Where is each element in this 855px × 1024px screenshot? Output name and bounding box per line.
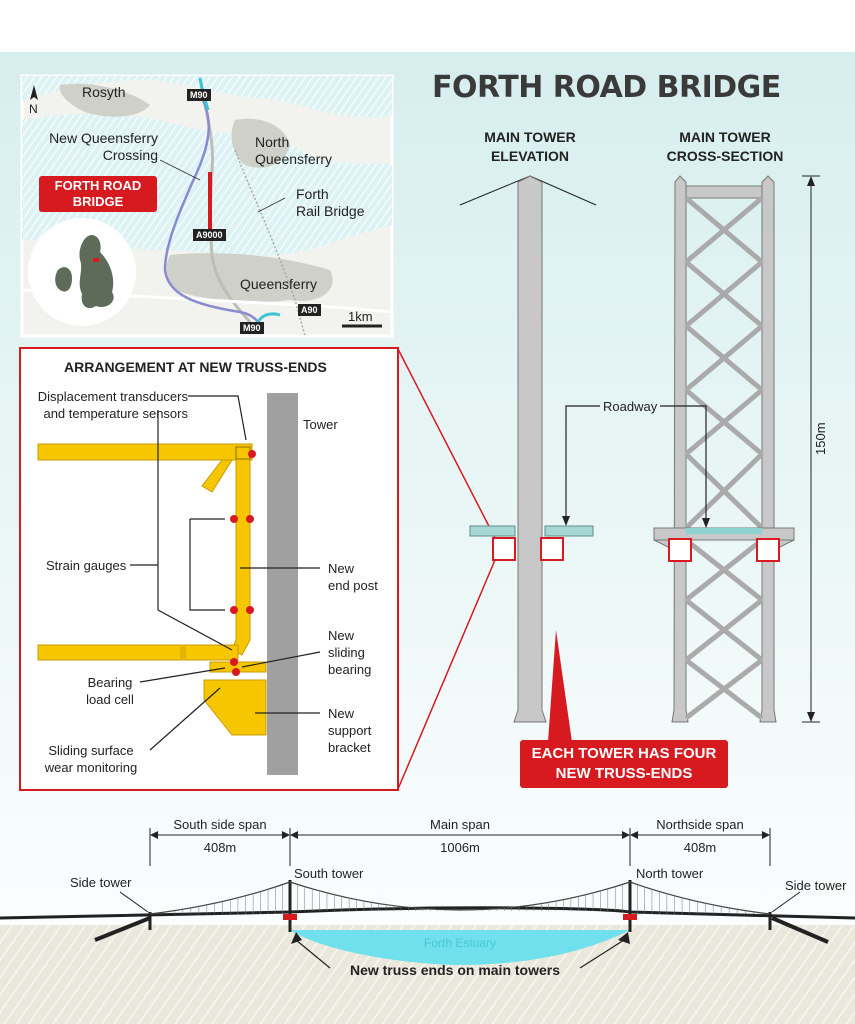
- sensor-dots: [230, 450, 256, 676]
- cross-bracing: [684, 196, 764, 720]
- rosyth-land: [59, 83, 150, 117]
- map-label-north-queensferry: North Queensferry: [255, 134, 333, 167]
- truss-end-detail: [19, 347, 399, 791]
- tower-callout: EACH TOWER HAS FOUR NEW TRUSS-ENDS: [520, 740, 728, 788]
- road-tag-m90-north: M90: [187, 89, 211, 101]
- northside-span-length: 408m: [683, 840, 717, 855]
- detail-heading: ARRANGEMENT AT NEW TRUSS-ENDS: [64, 359, 327, 375]
- tower-elevation-heading: MAIN TOWER ELEVATION: [484, 129, 576, 164]
- north-queensferry-land: [231, 118, 290, 168]
- scale-label: 1km: [348, 309, 373, 324]
- roadway-label: Roadway: [603, 399, 658, 414]
- great-britain-shape: [79, 234, 114, 309]
- support-bracket: [203, 679, 267, 736]
- ground: [0, 925, 855, 1024]
- north-tower-label: North tower: [636, 866, 704, 881]
- hangers: [158, 884, 762, 914]
- northside-span-name: Northside span: [656, 817, 744, 832]
- elevation-roadway-right: [544, 525, 594, 537]
- elevation-truss-end-box-right: [540, 537, 564, 561]
- south-side-span-name: South side span: [173, 817, 267, 832]
- forth-water: [22, 113, 392, 256]
- tower-elevation-drawing: [459, 175, 597, 723]
- span-dimensions: [149, 828, 771, 866]
- map-label-new-queensferry-crossing: New Queensferry Crossing: [49, 130, 158, 163]
- forth-estuary: [290, 930, 630, 965]
- projection-line-bottom: [397, 559, 496, 790]
- tower-cross-section-heading: MAIN TOWER CROSS-SECTION: [666, 129, 784, 164]
- elevation-tower: [513, 175, 547, 723]
- label-displacement-transducers: Displacement transducers and temperature…: [37, 389, 188, 421]
- label-strain-gauges: Strain gauges: [46, 558, 127, 573]
- south-truss-end-marker: [283, 914, 297, 920]
- forth-rail-bridge-line: [234, 149, 306, 337]
- road-tag-a9000: A9000: [193, 229, 226, 241]
- south-tower-label: South tower: [294, 866, 364, 881]
- roadway-leaders: [565, 405, 707, 524]
- tower-cross-section-drawing: [653, 175, 820, 723]
- main-span-name: Main span: [430, 817, 490, 832]
- top-chord: [37, 443, 253, 461]
- detail-tower: [267, 393, 298, 775]
- label-sliding-surface-wear: Sliding surface wear monitoring: [44, 743, 138, 775]
- label-new-sliding-bearing: New sliding bearing: [328, 628, 372, 677]
- detail-leaders: [130, 395, 321, 751]
- truss-ends-note: New truss ends on main towers: [349, 962, 561, 978]
- label-new-end-post: New end post: [328, 561, 378, 593]
- page-title: FORTH ROAD BRIDGE: [432, 70, 781, 105]
- cross-section-roadway: [686, 528, 762, 534]
- cross-section-leg-left: [671, 175, 689, 723]
- cross-section-truss-end-box-right: [756, 538, 780, 562]
- new-queensferry-crossing-route: [163, 99, 259, 323]
- map-label-rosyth: Rosyth: [82, 84, 126, 100]
- projection-line-top: [397, 348, 496, 539]
- cross-section-truss-end-box-left: [668, 538, 692, 562]
- forth-estuary-label: Forth Estuary: [423, 936, 497, 950]
- bottom-chord: [37, 644, 239, 661]
- diagonal-brace: [201, 459, 233, 493]
- callout-pointer: [548, 630, 572, 742]
- bridge-deck: [0, 906, 855, 920]
- side-tower-left-label: Side tower: [70, 875, 132, 890]
- map-label-forth-rail-bridge: Forth Rail Bridge: [296, 186, 365, 219]
- map-callout-forth-road-bridge: FORTH ROAD BRIDGE: [39, 176, 157, 212]
- label-new-support-bracket: New support bracket: [328, 706, 372, 755]
- location-marker: [93, 258, 99, 262]
- road-tag-a90: A90: [298, 304, 321, 316]
- m90-south-road: [256, 312, 281, 323]
- elevation-roadway-left: [469, 525, 516, 537]
- road-tag-m90-south: M90: [240, 322, 264, 334]
- north-label: N: [29, 102, 38, 116]
- main-span-length: 1006m: [440, 840, 480, 855]
- south-side-span-length: 408m: [203, 840, 237, 855]
- elevation-truss-end-box-left: [492, 537, 516, 561]
- side-tower-right-label: Side tower: [785, 878, 847, 893]
- location-map: [20, 74, 394, 338]
- ireland-shape: [55, 267, 72, 292]
- north-truss-end-marker: [623, 914, 637, 920]
- bridge-profile: [0, 828, 855, 1024]
- label-tower: Tower: [303, 417, 338, 432]
- map-label-queensferry: Queensferry: [240, 276, 318, 292]
- queensferry-land: [166, 253, 333, 302]
- upper-water: [22, 76, 392, 118]
- cross-section-leg-right: [759, 175, 777, 723]
- tower-height-label: 150m: [813, 422, 828, 455]
- label-bearing-load-cell: Bearing load cell: [86, 675, 134, 707]
- north-arrow-icon: [30, 85, 38, 100]
